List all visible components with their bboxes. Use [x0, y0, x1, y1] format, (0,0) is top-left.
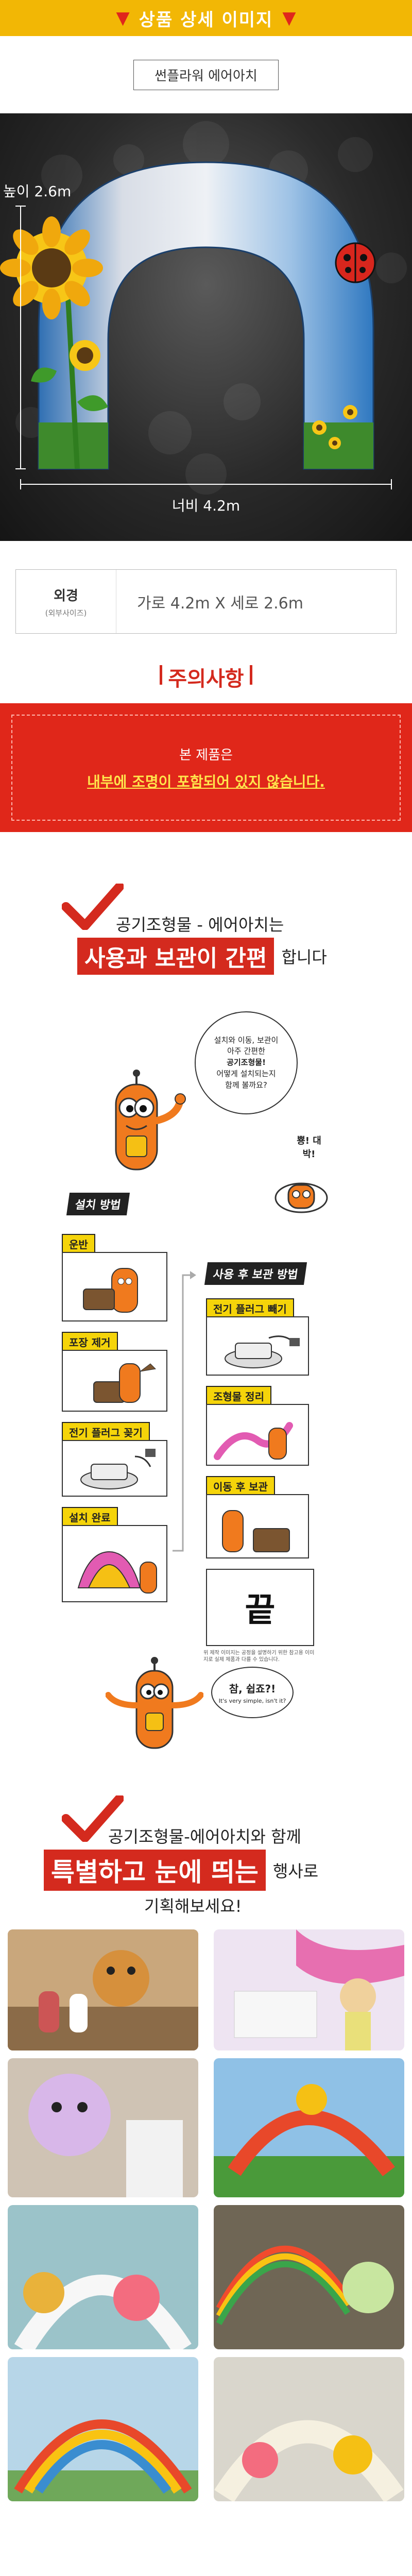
bubble-line-1: 설치와 이동, 보관이: [214, 1035, 279, 1045]
event-heading: 공기조형물-에어아치와 함께 특별하고 눈에 띄는 행사로 기획해보세요!: [0, 1795, 412, 1929]
event-photo-3-art: [8, 2058, 198, 2197]
event-photo-4: [214, 2058, 404, 2197]
install-complete-illustration: [77, 1551, 157, 1594]
height-label: 높이 2.6m: [3, 183, 72, 200]
intro-speech-bubble: 설치와 이동, 보관이 아주 간편한 공기조형물! 어떻게 설치되는지 함께 볼…: [195, 1011, 298, 1114]
caution-box: 본 제품은 내부에 조명이 포함되어 있지 않습니다.: [0, 703, 412, 832]
event-photo-2: [214, 1929, 404, 2050]
caution-title: 주의사항: [160, 662, 252, 692]
easy-use-tail: 합니다: [281, 947, 327, 967]
event-photo-7-art: [8, 2357, 198, 2501]
store-step-2-image: [206, 1404, 309, 1466]
event-photo-2-art: [214, 1929, 404, 2050]
easy-use-highlight-row: 사용과 보관이 간편 합니다: [77, 938, 327, 975]
install-step-3-label: 전기 플러그 꽂기: [62, 1422, 150, 1442]
spec-label-cell: 외경 (외부사이즈): [16, 570, 116, 633]
event-photo-8: [214, 2357, 404, 2501]
spec-sublabel: (외부사이즈): [45, 608, 87, 618]
bubble-line-4: 어떻게 설치되는지: [216, 1069, 276, 1078]
event-photo-8-art: [214, 2357, 404, 2501]
detail-banner: ▼ 상품 상세 이미지 ▼: [0, 0, 412, 36]
event-highlight: 특별하고 눈에 띄는: [44, 1850, 266, 1891]
install-guide: 설치와 이동, 보관이 아주 간편한 공기조형물! 어떻게 설치되는지 함께 볼…: [0, 981, 412, 1795]
end-panel: 끝: [206, 1569, 314, 1646]
banner-title: 상품 상세 이미지: [139, 9, 273, 30]
plug-in-illustration: [80, 1449, 156, 1489]
spec-label: 외경: [54, 588, 78, 604]
unplug-illustration: [225, 1335, 300, 1368]
caution-line-1: 본 제품은: [179, 747, 233, 763]
simple-text-en: It's very simple, isn't it?: [218, 1698, 286, 1704]
product-name-section: 썬플라워 에어아치: [0, 36, 412, 113]
event-photo-4-art: [214, 2058, 404, 2197]
width-label: 너비 4.2m: [171, 497, 241, 514]
event-photo-1-art: [8, 1929, 198, 2050]
spec-value: 가로 4.2m X 세로 2.6m: [137, 594, 303, 613]
flow-arrow-connector: [173, 1271, 196, 1552]
easy-use-line-1: 공기조형물 - 에어아치는: [116, 915, 284, 935]
easy-use-highlight: 사용과 보관이 간편: [77, 938, 274, 975]
install-step-3-image: [62, 1440, 167, 1497]
pop-text: 뿅! 대박!: [297, 1136, 321, 1160]
store-step-1-label: 전기 플러그 빼기: [206, 1298, 294, 1318]
install-step-1-label: 운반: [62, 1234, 95, 1254]
caution-title-wrap: 주의사항: [0, 662, 412, 692]
end-disclaimer: 위 제작 이미지는 공정을 설명하기 위한 참고용 이미지로 실제 제품과 다를…: [203, 1650, 315, 1663]
event-gallery: [0, 1929, 412, 2506]
event-highlight-row: 특별하고 눈에 띄는 행사로: [44, 1850, 318, 1891]
mascot-figure: [115, 1070, 186, 1171]
store-step-2-label: 조형물 정리: [206, 1386, 271, 1406]
event-line-1: 공기조형물-에어아치와 함께: [108, 1827, 301, 1846]
event-photo-5: [8, 2205, 198, 2349]
move-store-illustration: [222, 1510, 290, 1552]
size-spec-table: 외경 (외부사이즈) 가로 4.2m X 세로 2.6m: [15, 569, 397, 634]
bubble-line-5: 함께 볼까요?: [225, 1080, 267, 1090]
store-step-3-image: [206, 1494, 309, 1558]
store-step-3-label: 이동 후 보관: [206, 1476, 275, 1496]
install-step-1-image: [62, 1252, 167, 1321]
product-name: 썬플라워 에어아치: [133, 59, 279, 90]
checkmark-icon: [62, 1795, 124, 1842]
store-step-1-image: [206, 1316, 309, 1376]
event-photo-7: [8, 2357, 198, 2501]
install-step-4-image: [62, 1525, 167, 1602]
bottom-mascot: [106, 1657, 203, 1749]
install-step-2-image: [62, 1350, 167, 1412]
bubble-line-3: 공기조형물!: [227, 1058, 266, 1067]
checkmark-icon: [62, 884, 124, 930]
event-photo-6-art: [214, 2205, 404, 2349]
install-step-2-label: 포장 제거: [62, 1332, 118, 1352]
triangle-down-icon: ▼: [116, 8, 130, 28]
bubble-line-2: 아주 간편한: [227, 1046, 265, 1056]
caution-inner: 본 제품은 내부에 조명이 포함되어 있지 않습니다.: [11, 715, 401, 821]
install-step-4-label: 설치 완료: [62, 1507, 118, 1527]
easy-use-heading: 공기조형물 - 에어아치는 사용과 보관이 간편 합니다: [0, 884, 412, 981]
store-method-header: 사용 후 보관 방법: [204, 1262, 307, 1285]
event-photo-1: [8, 1929, 198, 2050]
unbox-illustration: [93, 1363, 157, 1403]
caution-line-2: 내부에 조명이 포함되어 있지 않습니다.: [87, 773, 325, 790]
event-tail: 행사로: [272, 1861, 319, 1881]
small-mascot: [274, 1182, 328, 1213]
triangle-down-icon: ▼: [282, 8, 296, 28]
event-line-3: 기획해보세요!: [144, 1896, 242, 1916]
event-photo-6: [214, 2205, 404, 2349]
fold-illustration: [214, 1422, 293, 1460]
event-photo-5-art: [8, 2205, 198, 2349]
product-hero-image: 높이 2.6m 너비 4.2m: [0, 113, 412, 541]
carry-illustration: [83, 1268, 138, 1313]
event-photo-3: [8, 2058, 198, 2197]
install-method-header: 설치 방법: [66, 1193, 130, 1215]
sunflower-arch-illustration: [0, 121, 407, 495]
simple-speech-bubble: 참, 쉽죠?! It's very simple, isn't it?: [211, 1667, 294, 1718]
simple-text: 참, 쉽죠?!: [229, 1683, 276, 1695]
